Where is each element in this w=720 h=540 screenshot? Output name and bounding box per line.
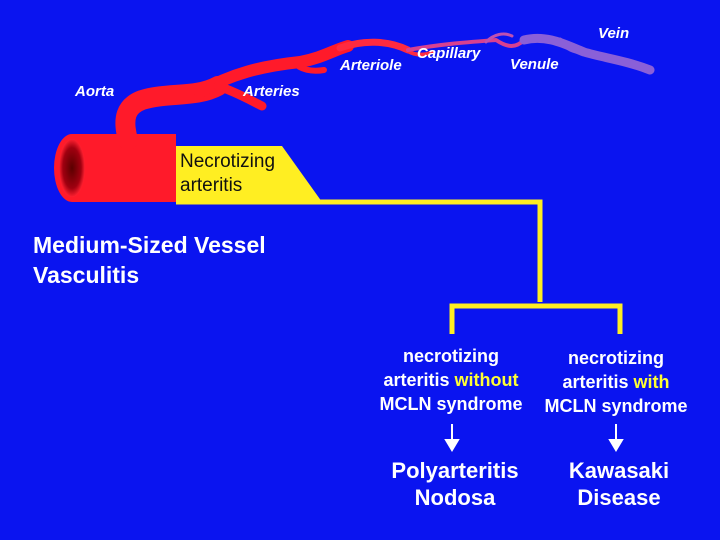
right-criteria-line2: arteritis with xyxy=(562,372,670,392)
connector-tree xyxy=(176,199,623,334)
necrotizing-arteritis-label: Necrotizing arteritis xyxy=(180,150,275,198)
page-title: Medium-Sized Vessel Vasculitis xyxy=(33,230,266,290)
label-aorta: Aorta xyxy=(75,83,115,100)
result-left-line1: Polyarteritis xyxy=(391,458,519,483)
result-right-line2: Disease xyxy=(577,485,661,510)
connector-main-line xyxy=(176,199,543,302)
result-arrows xyxy=(444,424,624,452)
necrotizing-line2: arteritis xyxy=(180,175,243,196)
arterial-branches xyxy=(115,32,655,150)
result-kawasaki-disease: Kawasaki Disease xyxy=(545,457,693,511)
right-branch-criteria: necrotizing arteritis with MCLN syndrome xyxy=(526,346,706,418)
aorta-lumen-inner xyxy=(59,139,85,197)
left-criteria-line2: arteritis without xyxy=(383,370,519,390)
right-criteria-line3: MCLN syndrome xyxy=(544,396,688,416)
left-branch-criteria: necrotizing arteritis without MCLN syndr… xyxy=(356,344,546,416)
result-right-line1: Kawasaki xyxy=(568,458,670,483)
title-line1: Medium-Sized Vessel xyxy=(33,232,266,258)
label-arteriole: Arteriole xyxy=(340,57,402,74)
necrotizing-line1: Necrotizing xyxy=(180,151,276,172)
connector-split-line xyxy=(449,303,623,334)
title-line2: Vasculitis xyxy=(33,262,140,288)
left-criteria-line3: MCLN syndrome xyxy=(379,394,523,414)
label-venule: Venule xyxy=(510,56,559,73)
right-criteria-line1: necrotizing xyxy=(567,348,664,368)
result-polyarteritis-nodosa: Polyarteritis Nodosa xyxy=(370,457,540,511)
label-vein: Vein xyxy=(598,25,630,42)
result-left-line2: Nodosa xyxy=(414,485,496,510)
left-criteria-line1: necrotizing xyxy=(402,346,499,366)
label-arteries: Arteries xyxy=(243,83,300,100)
with-emphasis: with xyxy=(633,372,670,392)
label-capillary: Capillary xyxy=(417,45,481,62)
without-emphasis: without xyxy=(454,370,519,390)
necrotizing-highlight-shape xyxy=(172,146,322,202)
